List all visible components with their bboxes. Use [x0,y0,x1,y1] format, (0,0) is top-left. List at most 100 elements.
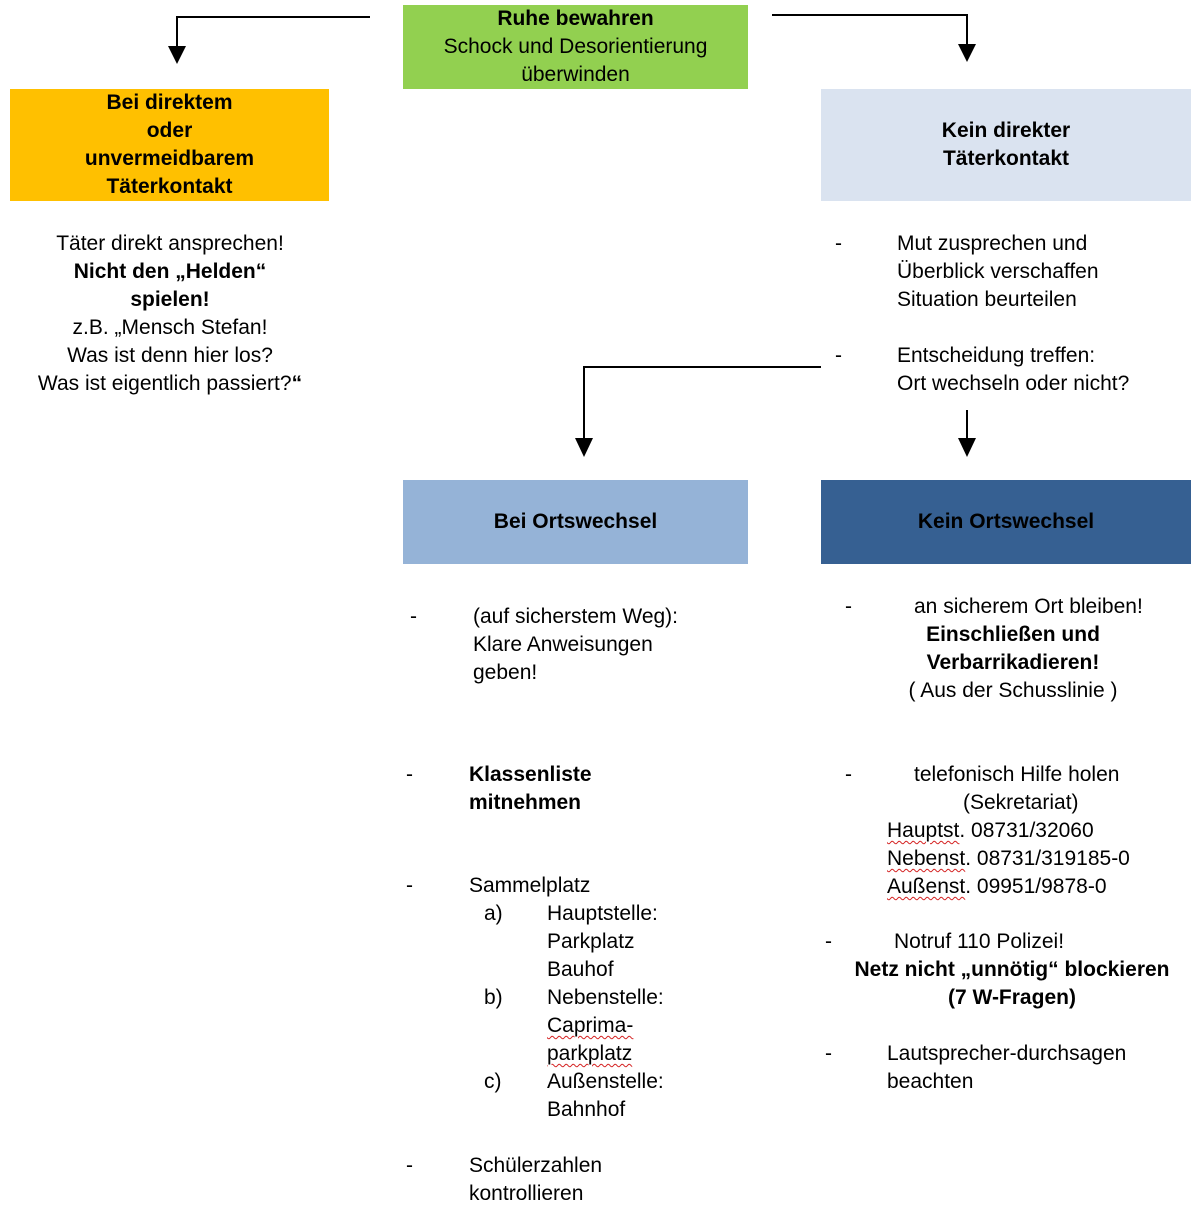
list-item-line: beachten [887,1070,974,1093]
list-item-line: Sammelplatz [469,874,591,897]
no-direct-contact-box: Kein direkter Täterkontakt [821,89,1191,201]
list-dash: - [406,874,413,897]
phone-label: Nebenst [887,847,966,870]
phone-number: . 09951/9878-0 [965,875,1107,898]
arrowhead-icon [958,438,976,457]
phone-line: Außenst. 09951/9878-0 [887,873,1187,901]
text-fragment: Was ist eigentlich passiert? [37,372,292,395]
text-line: Was ist denn hier los? [67,344,273,367]
sub-item-line: Bahnhof [547,1098,626,1121]
list-item-line: Klare Anweisungen [473,633,653,656]
sub-marker: c) [484,1070,502,1093]
list-item: (auf sicherstem Weg): Klare Anweisungen … [473,603,743,687]
list-dash: - [845,595,852,618]
direct-contact-title: Täterkontakt [106,175,233,198]
list-item-line: Lautsprecher-durchsagen [887,1042,1127,1065]
list-dash: - [406,763,413,786]
sub-item: Hauptstelle: Parkplatz Bauhof [547,900,737,984]
top-box-line: überwinden [521,63,630,86]
list-item: Klassenliste mitnehmen [469,761,739,817]
location-change-box: Bei Ortswechsel [403,480,748,564]
text-line: Täter direkt ansprechen! [56,232,284,255]
closing-quote: “ [291,372,303,395]
phone-label: Hauptst [887,819,960,842]
list-item-line-bold: Netz nicht „unnötig“ blockieren [854,958,1170,981]
sub-item-line: Außenstelle: [547,1070,664,1093]
sub-marker: b) [484,986,503,1009]
list-item: Lautsprecher-durchsagen beachten [887,1040,1187,1096]
list-item-line: Ort wechseln oder nicht? [897,372,1130,395]
phone-line: Hauptst. 08731/32060 [887,817,1187,845]
phone-number: . 08731/319185-0 [965,847,1130,870]
text-line: z.B. „Mensch Stefan! [72,316,268,339]
list-dash: - [835,344,842,367]
sub-marker: a) [484,902,503,925]
text-line-bold: spielen! [130,288,210,311]
arrow-to-no-direct-contact [772,14,968,48]
list-item-line: (auf sicherstem Weg): [473,605,679,628]
list-item-line: ( Aus der Schusslinie ) [908,679,1118,702]
top-box-line: Schock und Desorientierung [443,35,708,58]
sub-item-line-wrap: Caprima- [547,1012,737,1040]
text-line-bold: Nicht den „Helden“ [73,260,267,283]
list-dash: - [410,605,417,628]
list-item-line-bold: Einschließen und [926,623,1100,646]
list-item-line: telefonisch Hilfe holen [914,763,1120,786]
phone-label: Außenst [887,875,966,898]
list-dash: - [845,763,852,786]
list-item: Einschließen und Verbarrikadieren! ( Aus… [836,621,1190,705]
sub-item-line-wrap: parkplatz [547,1040,737,1068]
list-dash: - [835,232,842,255]
list-dash: - [825,930,832,953]
list-item: Entscheidung treffen: Ort wechseln oder … [897,342,1197,398]
list-item-line-bold: (7 W-Fragen) [948,986,1076,1009]
arrowhead-icon [168,46,186,64]
list-item-line: Überblick verschaffen [897,260,1099,283]
sub-item: Nebenstelle: Caprima- parkplatz [547,984,737,1068]
sub-item: Außenstelle: Bahnhof [547,1068,737,1124]
list-item-line: an sicherem Ort bleiben! [914,595,1143,618]
no-direct-contact-title: Täterkontakt [942,147,1070,170]
no-location-change-title: Kein Ortswechsel [917,510,1095,533]
sub-item-line: parkplatz [547,1042,633,1065]
phone-line: Nebenst. 08731/319185-0 [887,845,1187,873]
list-item-line: Schülerzahlen [469,1154,603,1177]
arrow-to-location-change [583,366,821,442]
list-item-line: Klassenliste [469,763,592,786]
list-item-line-bold: Verbarrikadieren! [926,651,1100,674]
phone-number: . 08731/32060 [959,819,1094,842]
list-item-line: geben! [473,661,538,684]
no-direct-contact-title: Kein direkter [941,119,1071,142]
phone-list: Hauptst. 08731/32060 Nebenst. 08731/3191… [887,817,1187,901]
sub-item-line: Caprima- [547,1014,634,1037]
list-dash: - [406,1154,413,1177]
list-item-line: (Sekretariat) [963,791,1079,814]
list-item-line: kontrollieren [469,1182,584,1205]
arrow-to-direct-contact [176,16,370,50]
arrowhead-icon [575,438,593,457]
list-item: Netz nicht „unnötig“ blockieren (7 W-Fra… [822,956,1202,1012]
top-box: Ruhe bewahren Schock und Desorientierung… [403,5,748,89]
direct-contact-title: Bei direktem [106,91,233,114]
top-box-title: Ruhe bewahren [497,7,654,30]
arrowhead-icon [958,44,976,62]
list-item-line: Mut zusprechen und [897,232,1088,255]
sub-item-line: Bauhof [547,958,614,981]
sub-item-line: Nebenstelle: [547,986,664,1009]
sub-item-line: Parkplatz [547,930,635,953]
list-item-line: Entscheidung treffen: [897,344,1096,367]
list-dash: - [825,1042,832,1065]
sub-item-line: Hauptstelle: [547,902,658,925]
location-change-title: Bei Ortswechsel [493,510,658,533]
no-location-change-box: Kein Ortswechsel [821,480,1191,564]
list-item: Schülerzahlen kontrollieren [469,1152,739,1208]
list-item-line: Notruf 110 Polizei! [894,930,1065,953]
list-item-line: mitnehmen [469,791,582,814]
text-line: Was ist eigentlich passiert?“ [0,370,340,398]
list-item-line: Situation beurteilen [897,288,1077,311]
direct-contact-box: Bei direktem oder unvermeidbarem Täterko… [10,89,329,201]
list-item: Mut zusprechen und Überblick verschaffen… [897,230,1197,314]
direct-contact-text: Täter direkt ansprechen! Nicht den „Held… [0,230,340,398]
direct-contact-title: unvermeidbarem [84,147,255,170]
